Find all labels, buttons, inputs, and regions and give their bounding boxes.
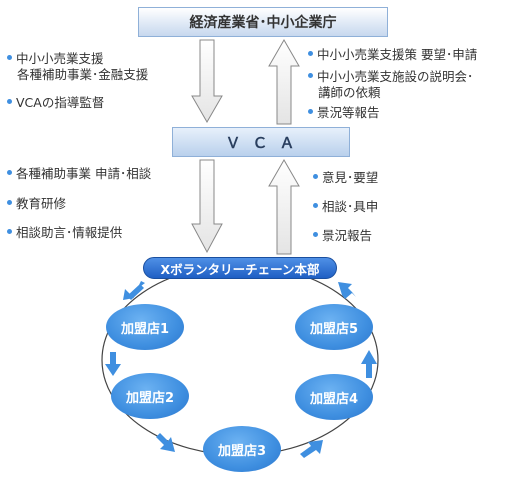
hq-box: Xボランタリーチェーン本部 (143, 257, 337, 279)
note-line: 相談助言･情報提供 (16, 225, 123, 240)
bullet-icon (7, 55, 12, 60)
note-line: 講師の依頼 (318, 85, 381, 100)
bullet-icon (313, 203, 318, 208)
vca-title: ＶＣＡ (225, 133, 307, 152)
hq-title: Xボランタリーチェーン本部 (160, 261, 320, 277)
note-line: 各種補助事業･金融支援 (17, 67, 149, 82)
right-lower-note-1: 意見･要望 (313, 170, 378, 186)
note-line: 教育研修 (16, 196, 67, 211)
bullet-icon (308, 109, 313, 114)
down-arrow-top (191, 39, 223, 124)
ring-flow-arrows (105, 281, 377, 458)
left-lower-note-3: 相談助言･情報提供 (7, 225, 122, 241)
right-upper-note-2: 中小小売業支施設の説明会･ 講師の依頼 (308, 69, 473, 101)
left-upper-note-2: VCAの指導監督 (7, 95, 104, 111)
flow-arrow-3 (156, 433, 175, 452)
right-lower-note-3: 景況報告 (313, 228, 372, 244)
bullet-icon (7, 229, 12, 234)
store-5: 加盟店5 (295, 304, 373, 350)
flow-arrow-2 (105, 352, 121, 376)
store-4: 加盟店4 (295, 374, 373, 420)
down-arrow-bottom (191, 159, 223, 254)
store-5-label: 加盟店5 (309, 321, 359, 337)
store-2: 加盟店2 (111, 373, 189, 419)
note-line: 相談･具申 (322, 199, 379, 214)
note-line: 中小小売業支施設の説明会･ (317, 69, 474, 84)
store-4-label: 加盟店4 (309, 391, 359, 407)
bullet-icon (313, 174, 318, 179)
ministry-box: 経済産業省･中小企業庁 (138, 7, 388, 37)
note-line: 景況報告 (322, 228, 373, 243)
note-line: 意見･要望 (322, 170, 379, 185)
right-upper-note-1: 中小小売業支援策 要望･申請 (308, 47, 477, 63)
bullet-icon (7, 99, 12, 104)
vca-box: ＶＣＡ (172, 127, 350, 157)
bullet-icon (7, 170, 12, 175)
note-line: VCAの指導監督 (16, 95, 105, 110)
left-upper-note-1: 中小小売業支援 各種補助事業･金融支援 (7, 51, 148, 83)
ministry-title: 経済産業省･中小企業庁 (189, 15, 337, 31)
note-line: 中小小売業支援策 要望･申請 (317, 47, 478, 62)
bullet-icon (7, 200, 12, 205)
store-2-label: 加盟店2 (125, 390, 175, 406)
flow-arrow-1 (123, 281, 145, 300)
store-1-label: 加盟店1 (120, 321, 170, 337)
flow-arrow-6 (338, 282, 356, 299)
left-lower-note-2: 教育研修 (7, 196, 66, 212)
note-line: 中小小売業支援 (16, 51, 104, 66)
flow-arrow-5 (361, 350, 377, 378)
right-lower-note-2: 相談･具申 (313, 199, 378, 215)
right-upper-note-3: 景況等報告 (308, 105, 380, 121)
note-line: 景況等報告 (317, 105, 380, 120)
up-arrow-top (268, 38, 300, 125)
bullet-icon (313, 232, 318, 237)
store-3: 加盟店3 (203, 426, 281, 472)
store-3-label: 加盟店3 (217, 443, 267, 459)
left-lower-note-1: 各種補助事業 申請･相談 (7, 166, 151, 182)
flow-arrow-4 (300, 440, 323, 458)
up-arrow-bottom (268, 158, 300, 255)
bullet-icon (308, 73, 313, 78)
bullet-icon (308, 51, 313, 56)
store-1: 加盟店1 (106, 304, 184, 350)
note-line: 各種補助事業 申請･相談 (16, 166, 152, 181)
